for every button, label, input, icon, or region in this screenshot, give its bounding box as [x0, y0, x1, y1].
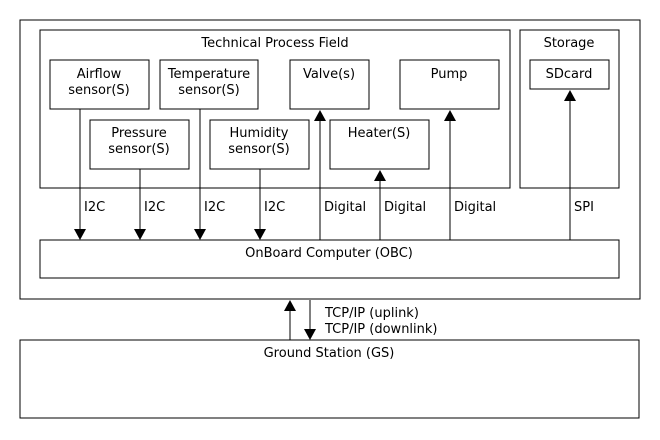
pump-box — [399, 59, 500, 110]
heater-box — [329, 119, 430, 170]
spi-label: SPI — [574, 200, 594, 215]
digital-label-pump: Digital — [454, 200, 496, 215]
arrow-obc-to-heater — [374, 170, 386, 240]
humidity-sensor-label-1: Humidity — [230, 126, 289, 141]
storage-title: Storage — [544, 36, 595, 51]
downlink-label: TCP/IP (downlink) — [324, 322, 438, 337]
arrow-obc-to-sdcard — [564, 90, 576, 240]
valve-box — [289, 59, 370, 110]
temperature-sensor-label-1: Temperature — [167, 67, 250, 82]
i2c-label-temperature: I2C — [204, 200, 225, 215]
obc-label: OnBoard Computer (OBC) — [245, 246, 413, 261]
temperature-sensor-label-2: sensor(S) — [178, 83, 239, 98]
airflow-sensor-box — [49, 59, 150, 110]
i2c-label-pressure: I2C — [144, 200, 165, 215]
arrow-obc-to-pump — [444, 110, 456, 240]
arrow-obc-to-valve — [314, 110, 326, 240]
ground-station-box — [19, 339, 640, 419]
airflow-sensor-label-2: sensor(S) — [68, 83, 129, 98]
i2c-label-humidity: I2C — [264, 200, 285, 215]
arrow-humidity-to-obc — [254, 169, 266, 240]
arrow-airflow-to-obc — [74, 109, 86, 240]
pressure-sensor-label-2: sensor(S) — [108, 142, 169, 157]
obc-box — [39, 239, 620, 279]
temperature-sensor-box — [159, 59, 259, 110]
sdcard-box — [529, 59, 610, 90]
ground-station-label: Ground Station (GS) — [264, 346, 395, 361]
heater-label: Heater(S) — [348, 126, 411, 141]
pump-label: Pump — [431, 67, 468, 82]
digital-label-heater: Digital — [384, 200, 426, 215]
humidity-sensor-box — [209, 119, 310, 170]
airflow-sensor-label-1: Airflow — [77, 67, 122, 82]
arrow-pressure-to-obc — [134, 169, 146, 240]
arrow-downlink — [304, 300, 316, 340]
arrow-uplink — [284, 300, 296, 340]
sdcard-label: SDcard — [546, 67, 593, 82]
humidity-sensor-label-2: sensor(S) — [228, 142, 289, 157]
process-field-title: Technical Process Field — [200, 36, 348, 51]
digital-label-valve: Digital — [324, 200, 366, 215]
pressure-sensor-label-1: Pressure — [111, 126, 167, 141]
i2c-label-airflow: I2C — [84, 200, 105, 215]
uplink-label: TCP/IP (uplink) — [324, 306, 419, 321]
valve-label: Valve(s) — [303, 67, 355, 82]
arrow-temperature-to-obc — [194, 109, 206, 240]
